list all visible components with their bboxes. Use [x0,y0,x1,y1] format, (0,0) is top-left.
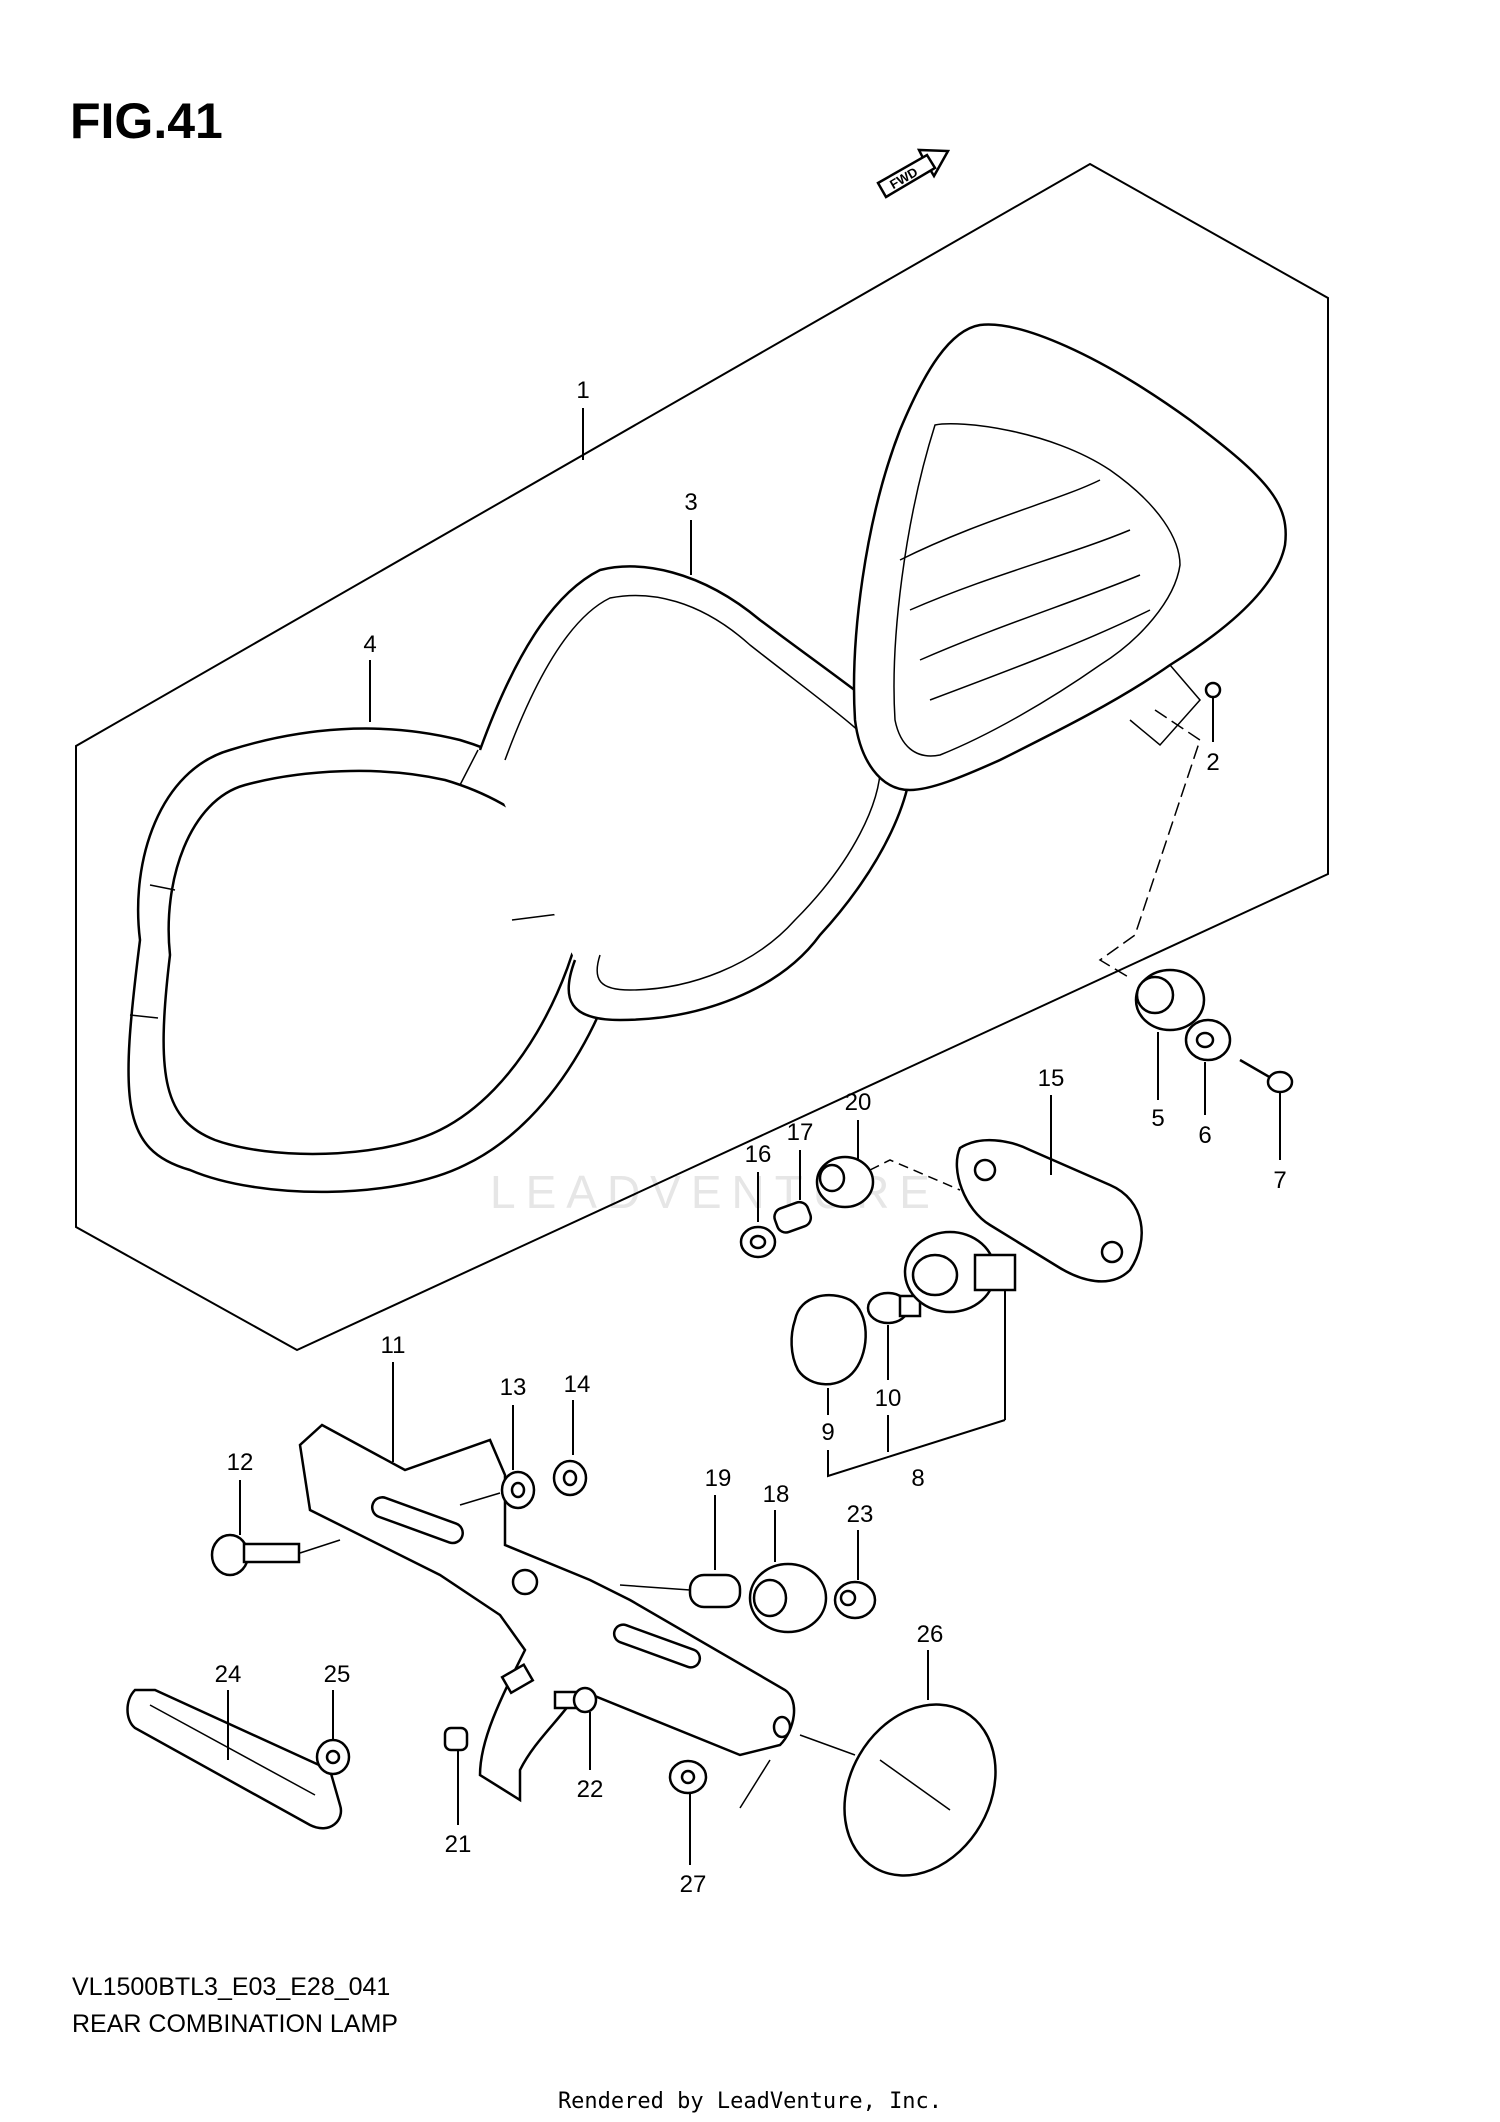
socket-part-8 [903,1230,1017,1314]
collar-part-19 [688,1573,742,1609]
callout-17: 17 [787,1119,814,1146]
callout-4: 4 [363,631,376,658]
callout-24: 24 [215,1661,242,1688]
callout-25: 25 [324,1661,351,1688]
callout-26: 26 [917,1621,944,1648]
callout-11: 11 [381,1332,406,1359]
round-reflector-part-26 [843,1703,997,1877]
nut-part-14 [552,1459,588,1497]
callout-7: 7 [1273,1167,1286,1194]
lamp-assembly-boundary [75,162,1329,1352]
collar-part-17 [773,1200,813,1234]
callout-2: 2 [1206,749,1219,776]
nut-part-23 [833,1580,877,1620]
callout-10: 10 [875,1385,902,1412]
assembly-name: REAR COMBINATION LAMP [72,2010,398,2038]
callout-18: 18 [763,1481,790,1508]
bracket-part-15 [955,1138,1143,1283]
callout-6: 6 [1198,1122,1211,1149]
screw-part-2-drawing [1204,681,1222,699]
nut-part-25 [315,1738,351,1776]
lens-cover-part-4 [127,727,632,1194]
callout-13: 13 [500,1374,527,1401]
callout-20: 20 [845,1089,872,1116]
callout-19: 19 [705,1465,732,1492]
callout-labels: 1 2 3 4 5 6 7 8 9 10 11 12 13 14 15 16 1… [215,377,1287,1898]
lamp-cap-part-9 [790,1293,867,1386]
washer-part-13 [500,1470,536,1510]
callout-16: 16 [745,1141,772,1168]
callout-5: 5 [1151,1105,1164,1132]
bulb-part-10 [866,1291,922,1325]
grommet-part-18 [748,1562,828,1634]
callout-27: 27 [680,1871,707,1898]
forward-direction-arrow: FWD [876,148,951,199]
nut-part-27 [668,1759,708,1795]
license-bracket-part-11 [298,1423,796,1803]
side-reflector-part-24 [126,1688,343,1830]
figure-title: FIG.41 [70,93,223,149]
callout-14: 14 [564,1371,591,1398]
callout-23: 23 [847,1501,874,1528]
washer-part-6 [1184,1018,1232,1062]
grommet-part-20 [815,1155,875,1209]
model-code: VL1500BTL3_E03_E28_041 [72,1973,390,2001]
grommet-part-5 [1134,968,1206,1032]
callout-22: 22 [577,1776,604,1803]
callout-15: 15 [1038,1065,1065,1092]
callout-1: 1 [576,377,589,404]
callout-21: 21 [445,1831,472,1858]
callout-8: 8 [911,1465,924,1492]
lamp-housing-part-1 [852,323,1287,792]
bolt-part-12 [210,1533,301,1577]
callout-9: 9 [821,1419,834,1446]
screw-part-22 [553,1686,598,1714]
rivet-part-21 [443,1726,469,1752]
screw-part-7 [1239,1058,1294,1094]
callout-3: 3 [684,489,697,516]
render-credit: Rendered by LeadVenture, Inc. [558,2089,942,2114]
callout-12: 12 [227,1449,254,1476]
nut-part-16 [739,1225,777,1259]
